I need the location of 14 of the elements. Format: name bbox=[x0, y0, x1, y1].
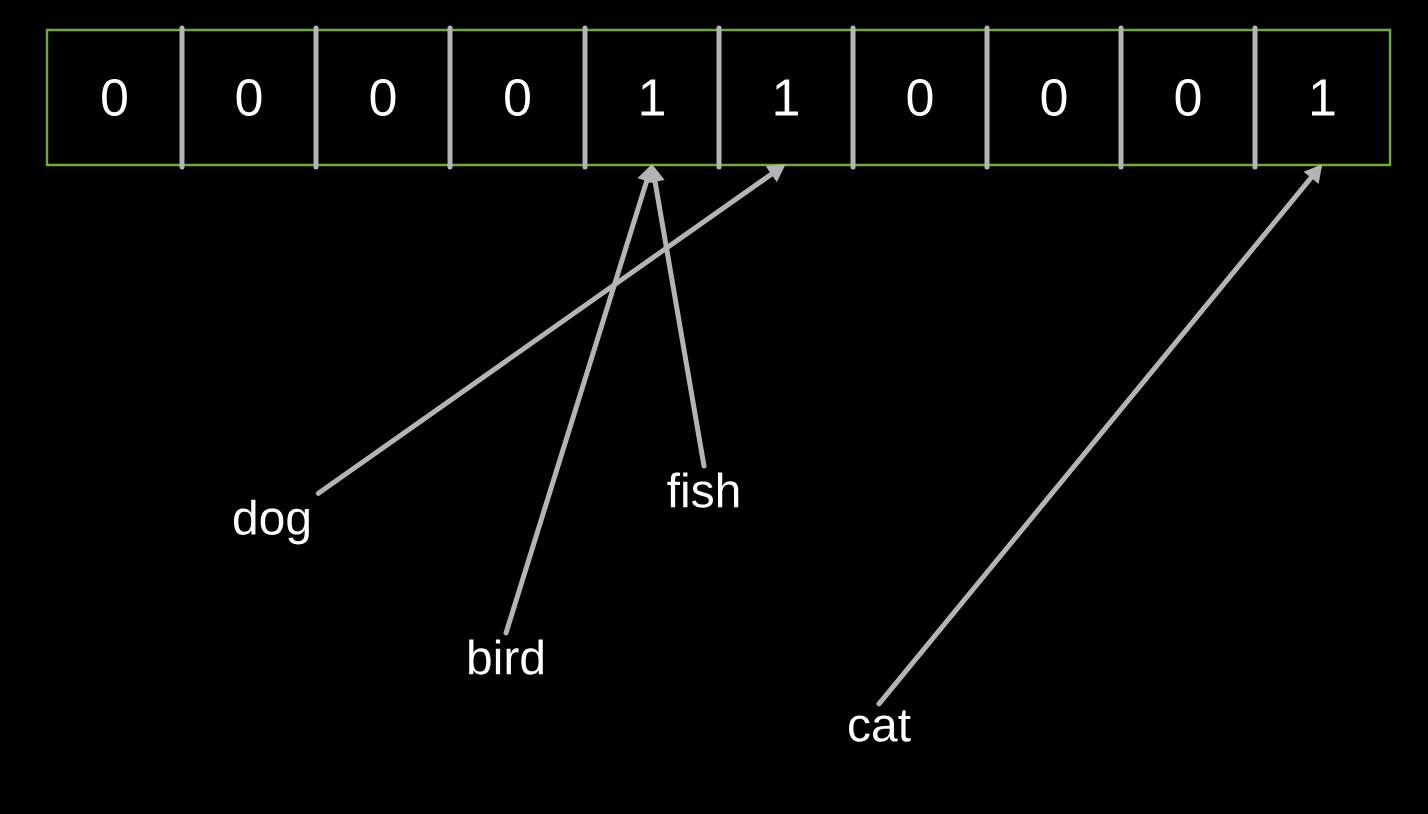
word-label: bird bbox=[469, 639, 543, 675]
bit-cell: 0 bbox=[370, 79, 396, 116]
word-label: fish bbox=[667, 472, 739, 508]
bit-cell: 0 bbox=[907, 79, 933, 116]
bit-cell: 0 bbox=[1175, 79, 1201, 116]
bit-cell: 0 bbox=[505, 79, 530, 116]
word-label: cat bbox=[849, 710, 911, 742]
bit-cell: 0 bbox=[236, 79, 262, 116]
bit-cell: 1 bbox=[641, 79, 664, 116]
bit-cell: 1 bbox=[775, 79, 798, 116]
bit-cell: 1 bbox=[1312, 79, 1335, 116]
word-label: dog bbox=[233, 499, 309, 545]
bit-cell: 0 bbox=[102, 79, 127, 116]
bit-cell: 0 bbox=[1041, 79, 1067, 116]
